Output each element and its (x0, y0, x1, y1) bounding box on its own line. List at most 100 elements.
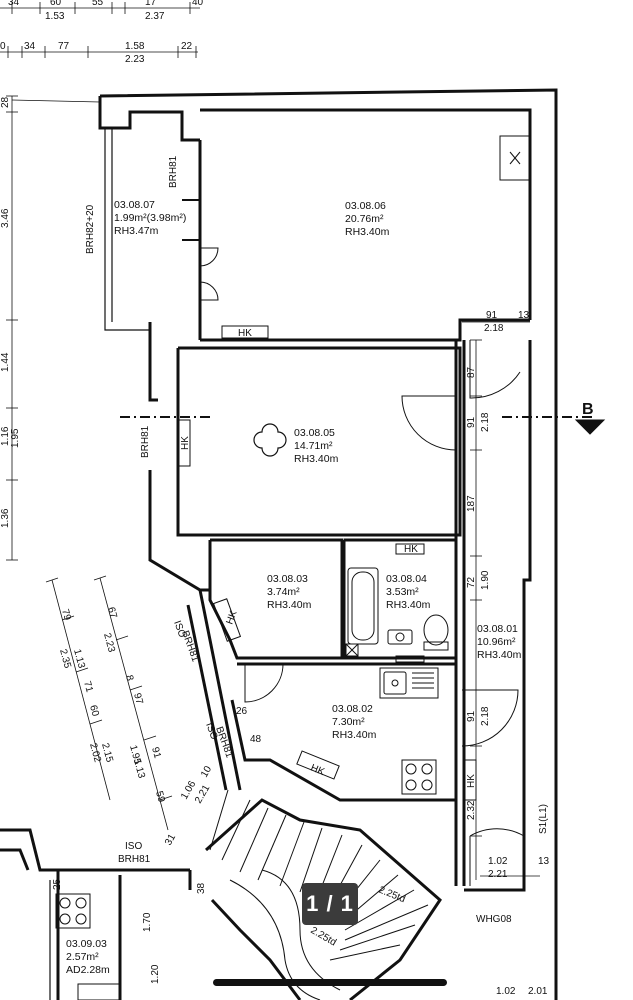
room-height: RH3.40m (332, 729, 377, 741)
dim-row2-3: 77 (58, 41, 70, 52)
dim-right-13: S1(L1) (538, 804, 549, 834)
room-height: RH3.40m (267, 599, 312, 611)
room-area: 2.57m² (66, 951, 99, 963)
room-height: RH3.47m (114, 225, 159, 237)
room-height: AD2.28m (66, 964, 110, 976)
dim-diag-14: 1.13 (131, 758, 147, 780)
dim-right-17: 1.02 (496, 986, 516, 997)
hk-label-1: HK (238, 328, 252, 339)
dim-right-18: 2.01 (528, 986, 548, 997)
dim-right-11: 2.18 (480, 706, 491, 726)
dim-right-5: 91 (466, 416, 477, 428)
hk-label-5: HK (309, 763, 326, 779)
room-id: 03.08.03 (267, 573, 308, 585)
room-id: 03.08.01 (477, 623, 518, 635)
dim-diag-4: 1.13 (71, 648, 87, 670)
brh81-label-e: BRH81 (118, 854, 151, 865)
dim-row2-4: 1.58 (125, 41, 145, 52)
room-id: 03.08.02 (332, 703, 373, 715)
room-03-08-05: 03.08.05 14.71m² RH3.40m (294, 427, 339, 465)
room-area: 3.53m² (386, 586, 419, 598)
home-indicator-bar[interactable] (213, 979, 447, 986)
walls (0, 88, 558, 1000)
dim-diag-19: 31 (163, 832, 178, 848)
diagonal-dimension-lines (45, 575, 173, 831)
hk-label-4: HK (466, 774, 477, 788)
room-03-08-02: 03.08.02 7.30m² RH3.40m (332, 703, 377, 741)
wohnung-label: WHG08 (476, 914, 512, 925)
dim-misc-6: 1.20 (150, 964, 161, 984)
room-03-08-03: 03.08.03 3.74m² RH3.40m (267, 573, 312, 611)
dim-right-4: 87 (466, 366, 477, 378)
dim-misc-4: 25 (52, 878, 63, 890)
brh81-label-b: BRH81 (140, 425, 151, 458)
dim-right-12: 2.32 (466, 800, 477, 820)
dim-left-2: 3.46 (0, 208, 11, 228)
dim-left-3: 1.44 (0, 352, 11, 372)
dim-top-4: 17 (145, 0, 157, 8)
room-03-08-07: 03.08.07 1.99m²(3.98m²) RH3.47m (114, 199, 186, 237)
hk-label-6: HK (224, 609, 239, 626)
dim-diag-15: 59 (153, 790, 167, 804)
dim-row2-1: 0 (0, 41, 6, 52)
hk-label-2: HK (180, 436, 191, 450)
left-dimension-line (6, 95, 101, 561)
section-marker (120, 416, 606, 435)
dim-misc-2: 48 (250, 734, 262, 745)
room-area: 1.99m²(3.98m²) (114, 212, 186, 224)
room-03-08-01: 03.08.01 10.96m² RH3.40m (477, 623, 522, 661)
dim-right-9: 1.90 (480, 570, 491, 590)
dim-right-15: 2.21 (488, 869, 508, 880)
stair-label-2: 2.25td (309, 925, 339, 948)
dim-diag-7: 8 (123, 674, 135, 683)
dim-diag-5: 2.23 (101, 632, 117, 654)
brh82-label: BRH82+20 (85, 204, 96, 254)
room-height: RH3.40m (477, 649, 522, 661)
room-area: 14.71m² (294, 440, 333, 452)
room-height: RH3.40m (386, 599, 431, 611)
dim-right-2: 13 (518, 310, 530, 321)
right-dimension-line (462, 321, 540, 880)
iso-label-c: ISO (125, 841, 142, 852)
dim-right-6: 2.18 (480, 412, 491, 432)
room-area: 3.74m² (267, 586, 300, 598)
dim-diag-12: 1.95 (127, 744, 143, 766)
dim-right-8: 72 (466, 576, 477, 588)
dim-right-7: 187 (466, 495, 477, 512)
dim-row2-2: 34 (24, 41, 36, 52)
room-03-08-06: 03.08.06 20.76m² RH3.40m (345, 200, 390, 238)
top-dimension-lines (0, 2, 200, 58)
dim-diag-1: 79 (59, 608, 73, 622)
dim-right-3: 2.18 (484, 323, 504, 334)
room-id: 03.08.04 (386, 573, 427, 585)
room-height: RH3.40m (294, 453, 339, 465)
room-area: 7.30m² (332, 716, 365, 728)
room-height: RH3.40m (345, 226, 390, 238)
dim-left-1: 28 (0, 96, 11, 108)
dim-diag-8: 60 (87, 704, 101, 718)
dim-top-2: 60 (50, 0, 62, 8)
dim-diag-18: 10 (199, 764, 214, 780)
dim-top-sub-2: 2.37 (145, 11, 165, 22)
dim-diag-10: 2.02 (87, 742, 103, 764)
room-area: 10.96m² (477, 636, 516, 648)
fixtures (55, 135, 531, 1000)
dim-misc-5: 1.70 (142, 912, 153, 932)
stair-label-1: 2.25td (377, 885, 407, 906)
section-label: B (582, 401, 594, 418)
door-swings (199, 247, 525, 886)
room-area: 20.76m² (345, 213, 384, 225)
dim-right-16: 13 (538, 856, 550, 867)
dim-misc-1: 26 (236, 706, 248, 717)
dim-top-3: 55 (92, 0, 104, 8)
dim-left-4: 1.16 (0, 426, 11, 446)
dim-top-5: 40 (192, 0, 204, 8)
dim-right-14: 1.02 (488, 856, 508, 867)
dim-misc-3: 38 (196, 882, 207, 894)
dim-diag-3: 2.35 (57, 648, 73, 670)
room-03-08-04: 03.08.04 3.53m² RH3.40m (386, 573, 431, 611)
room-id: 03.08.06 (345, 200, 386, 212)
dim-diag-13: 91 (149, 746, 163, 760)
dim-right-1: 91 (486, 310, 498, 321)
